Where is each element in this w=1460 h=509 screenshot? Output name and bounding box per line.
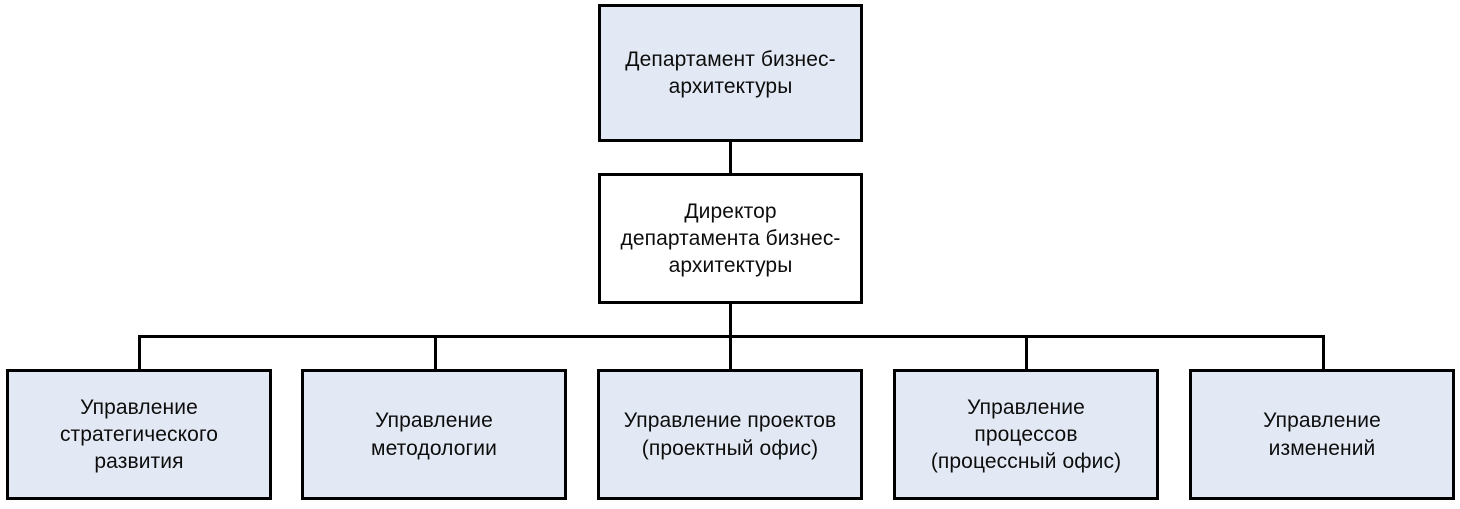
node-changes-label: Управление изменений [1263,409,1381,460]
connector-bus-to-projects [729,335,732,370]
node-strategic-development-label: Управление стратегического развития [59,395,219,474]
node-director-label: Директор департамента бизнес- архитектур… [620,199,841,278]
connector-bus-to-changes [1322,335,1325,370]
node-director[interactable]: Директор департамента бизнес- архитектур… [598,173,863,304]
connector-bus-to-processes [1025,335,1028,370]
node-strategic-development[interactable]: Управление стратегического развития [6,369,272,500]
node-projects-label: Управление проектов (проектный офис) [623,409,837,460]
node-changes[interactable]: Управление изменений [1189,369,1455,500]
node-department-label: Департамент бизнес- архитектуры [625,47,836,98]
connector-director-to-bus [729,303,732,338]
connector-department-to-director [729,141,732,175]
node-methodology-label: Управление методологии [371,409,497,460]
node-processes[interactable]: Управление процессов (процессный офис) [893,369,1159,500]
connector-bus-to-methodology [434,335,437,370]
node-projects[interactable]: Управление проектов (проектный офис) [597,369,863,500]
connector-bus-to-strategic-development [138,335,141,370]
node-methodology[interactable]: Управление методологии [301,369,567,500]
node-processes-label: Управление процессов (процессный офис) [930,395,1122,474]
node-department[interactable]: Департамент бизнес- архитектуры [598,4,863,142]
